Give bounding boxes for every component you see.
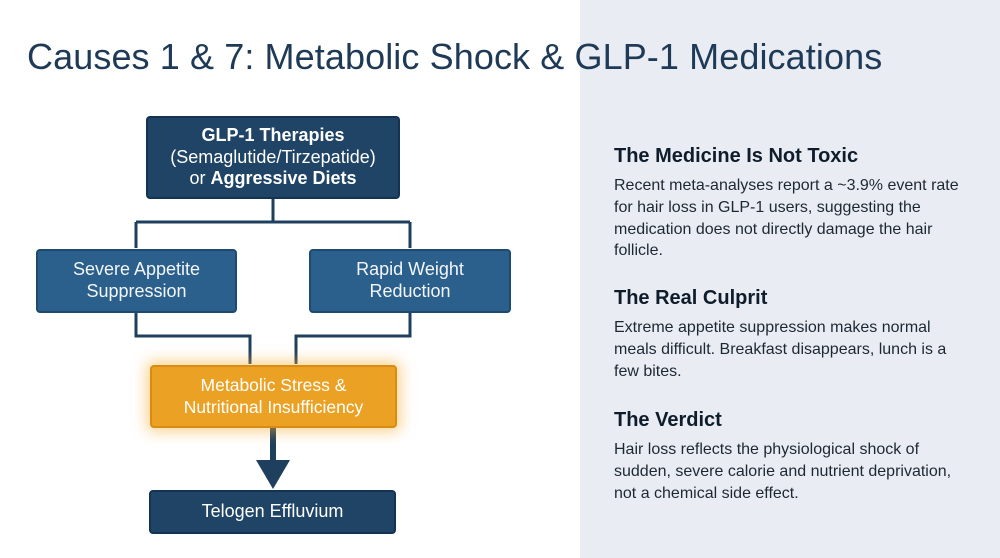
section-heading: The Real Culprit [614, 287, 768, 309]
glp1-therapies-box: GLP-1 Therapies (Semaglutide/Tirzepatide… [146, 116, 400, 199]
telogen-effluvium-label: Telogen Effluvium [201, 501, 344, 522]
section-medicine-not-toxic: The Medicine Is Not Toxic Recent meta-an… [614, 145, 974, 262]
section-body: Recent meta-analyses report a ~3.9% even… [614, 177, 959, 260]
glp1-therapies-label: GLP-1 Therapies [201, 124, 345, 145]
section-body: Extreme appetite suppression makes norma… [614, 319, 947, 380]
metabolic-stress-line1: Metabolic Stress & [200, 375, 347, 396]
rapid-weight-reduction-line1: Rapid Weight [356, 259, 464, 280]
section-verdict: The Verdict Hair loss reflects the physi… [614, 409, 974, 504]
section-heading: The Verdict [614, 409, 722, 431]
connector-left-to-middle [134, 313, 252, 364]
glp1-drug-names: (Semaglutide/Tirzepatide) [170, 146, 376, 167]
aggressive-diets-line: or Aggressive Diets [189, 168, 356, 190]
aggressive-diets-prefix: or [189, 168, 211, 189]
page-title: Causes 1 & 7: Metabolic Shock & GLP-1 Me… [27, 36, 883, 77]
rapid-weight-reduction-box: Rapid Weight Reduction [309, 249, 511, 313]
rapid-weight-reduction-line2: Reduction [369, 281, 451, 301]
section-body: Hair loss reflects the physiological sho… [614, 441, 952, 502]
metabolic-stress-box: Metabolic Stress & Nutritional Insuffici… [150, 365, 397, 428]
appetite-suppression-line1: Severe Appetite [72, 259, 201, 280]
aggressive-diets-label: Aggressive Diets [210, 168, 357, 189]
metabolic-stress-line2: Nutritional Insufficiency [183, 396, 364, 417]
connector-right-to-middle [294, 313, 412, 364]
flow-connectors [134, 198, 412, 489]
right-panel [580, 0, 1000, 558]
appetite-suppression-line2: Suppression [86, 281, 187, 301]
telogen-effluvium-box: Telogen Effluvium [149, 490, 396, 534]
section-real-culprit: The Real Culprit Extreme appetite suppre… [614, 287, 974, 382]
down-arrow-head [256, 460, 290, 489]
appetite-suppression-box: Severe Appetite Suppression [36, 249, 237, 313]
section-heading: The Medicine Is Not Toxic [614, 145, 859, 167]
